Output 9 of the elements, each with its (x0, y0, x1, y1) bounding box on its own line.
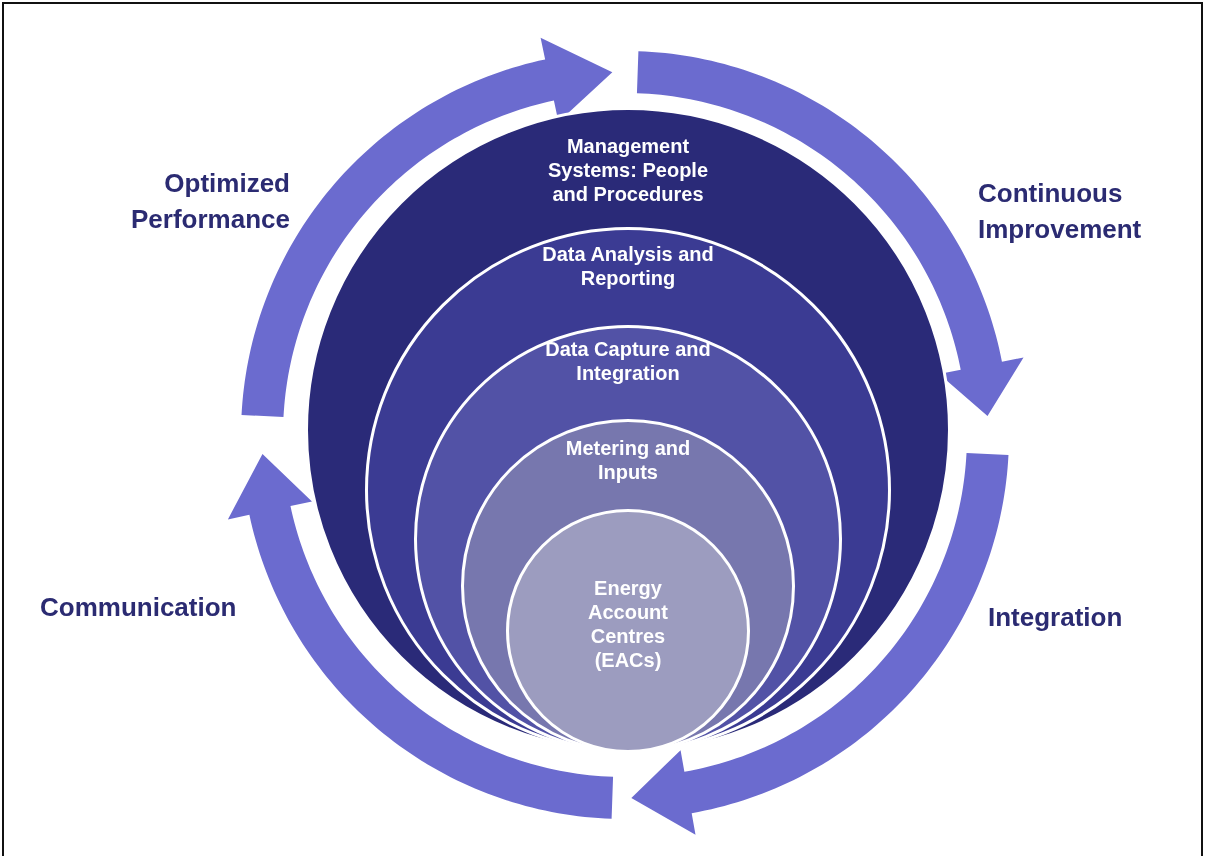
cycle-stage-label: Optimized Performance (130, 167, 290, 236)
layer-label: Management Systems: People and Procedures (546, 134, 710, 206)
cycle-stage-label: Integration (988, 601, 1124, 634)
layer-label: Data Capture and Integration (544, 337, 712, 385)
cycle-stage-label: Communication (40, 591, 238, 624)
cycle-stage-label: Continuous Improvement (978, 177, 1143, 246)
layer-label: Metering and Inputs (564, 436, 692, 484)
layer-label: Data Analysis and Reporting (541, 242, 715, 290)
layer-label: Energy Account Centres (EACs) (587, 576, 669, 672)
